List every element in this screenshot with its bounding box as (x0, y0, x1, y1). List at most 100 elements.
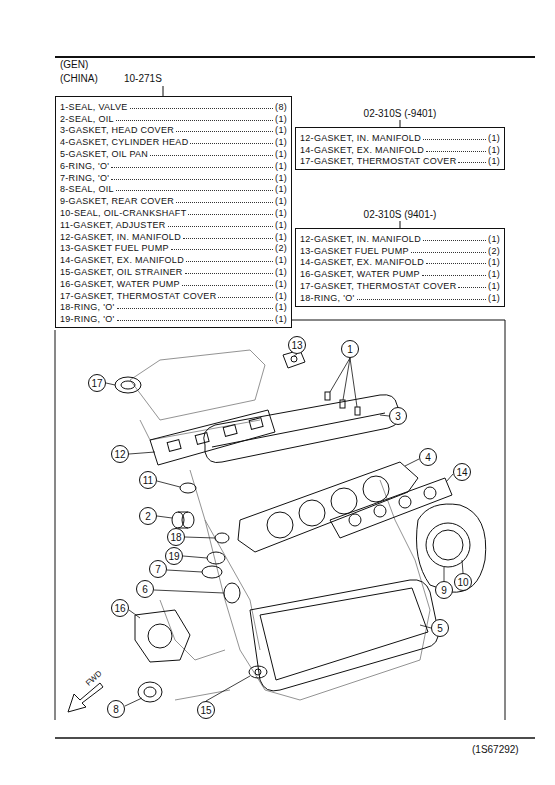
callout-circle: 1 (341, 340, 359, 358)
dot-leader (116, 190, 273, 191)
dot-leader (185, 273, 273, 274)
dot-leader (171, 249, 273, 250)
dot-leader (176, 131, 273, 132)
callout-number: 8 (113, 704, 119, 715)
part-quantity: (1) (275, 173, 287, 183)
dot-leader (183, 238, 273, 239)
part-name: 1-SEAL, VALVE (60, 102, 128, 112)
callout-circle: 6 (136, 580, 154, 598)
part-quantity: (1) (488, 234, 500, 244)
parts-row: 2-SEAL, OIL(1) (60, 112, 287, 124)
callout-number: 19 (168, 551, 179, 562)
dot-leader (188, 214, 273, 215)
parts-row: 4-GASKET, CYLINDER HEAD (1) (60, 135, 287, 147)
part-quantity: (1) (275, 184, 287, 194)
part-quantity: (1) (275, 137, 287, 147)
part-name: 19-RING, 'O' (60, 314, 115, 324)
callout-circle: 11 (139, 471, 157, 489)
callout-circle: 18 (167, 528, 185, 546)
part-quantity: (2) (275, 243, 287, 253)
part-quantity: (1) (275, 220, 287, 230)
part-quantity: (1) (488, 281, 500, 291)
part-quantity: (1) (275, 125, 287, 135)
parts-row: 9-GASKET, REAR COVER(1) (60, 194, 287, 206)
parts-row: 15-GASKET, OIL STRAINER(1) (60, 265, 287, 277)
parts-row: 13-GASKET FUEL PUMP(2) (300, 244, 500, 256)
part-quantity: (1) (488, 133, 500, 143)
part-name: 2-SEAL, OIL (60, 114, 114, 124)
callout-circle: 17 (88, 374, 106, 392)
parts-row: 14-GASKET, EX. MANIFOLD(1) (60, 253, 287, 265)
part-name: 10-SEAL, OIL-CRANKSHAFT (60, 208, 186, 218)
part-quantity: (8) (275, 102, 287, 112)
callout-number: 12 (114, 449, 125, 460)
callout-number: 1 (347, 344, 353, 355)
part-name: 17-GASKET, THERMOSTAT COVER (300, 281, 456, 291)
kit-number: 02-310S (-9401) (364, 108, 437, 119)
part-name: 7-RING, 'O' (60, 173, 109, 183)
part-name: 6-RING, 'O' (60, 161, 109, 171)
parts-row: 10-SEAL, OIL-CRANKSHAFT (1) (60, 206, 287, 218)
callout-number: 4 (425, 452, 431, 463)
part-name: 9-GASKET, REAR COVER (60, 196, 174, 206)
dot-leader (426, 151, 486, 152)
part-name: 12-GASKET, IN. MANIFOLD (300, 234, 421, 244)
part-quantity: (1) (488, 269, 500, 279)
part-quantity: (1) (275, 161, 287, 171)
part-quantity: (1) (488, 145, 500, 155)
callout-circle: 10 (454, 573, 472, 591)
part-quantity: (1) (275, 208, 287, 218)
parts-row: 16-GASKET, WATER PUMP(1) (60, 277, 287, 289)
heading-line (400, 120, 401, 127)
rule-line (55, 56, 535, 58)
part-quantity: (1) (275, 232, 287, 242)
callout-number: 18 (170, 532, 181, 543)
parts-row: 13-GASKET FUEL PUMP (2) (60, 242, 287, 254)
dot-leader (186, 261, 273, 262)
part-name: 3-GASKET, HEAD COVER (60, 125, 174, 135)
callout-number: 13 (291, 340, 302, 351)
parts-row: 19-RING, 'O'(1) (60, 312, 287, 324)
parts-row: 3-GASKET, HEAD COVER (1) (60, 124, 287, 136)
part-name: 5-GASKET, OIL PAN (60, 149, 148, 159)
parts-row: 17-GASKET, THERMOSTAT COVER(1) (300, 155, 500, 167)
callout-number: 9 (441, 585, 447, 596)
parts-row: 5-GASKET, OIL PAN(1) (60, 147, 287, 159)
parts-row: 7-RING, 'O' (1) (60, 171, 287, 183)
part-name: 13-GASKET FUEL PUMP (300, 246, 409, 256)
part-quantity: (1) (488, 257, 500, 267)
dot-leader (190, 143, 273, 144)
rule-line (55, 737, 535, 739)
dot-leader (182, 285, 273, 286)
parts-row: 1-SEAL, VALVE (8) (60, 100, 287, 112)
part-name: 13-GASKET FUEL PUMP (60, 243, 169, 253)
part-name: 14-GASKET, EX. MANIFOLD (60, 255, 184, 265)
part-name: 4-GASKET, CYLINDER HEAD (60, 137, 188, 147)
callout-number: 2 (145, 511, 151, 522)
callout-number: 10 (457, 577, 468, 588)
callout-number: 7 (155, 564, 161, 575)
dot-leader (117, 308, 274, 309)
dot-leader (458, 287, 486, 288)
part-quantity: (1) (275, 291, 287, 301)
callout-circle: 8 (107, 700, 125, 718)
dot-leader (423, 240, 486, 241)
callout-number: 16 (114, 603, 125, 614)
parts-list-box: 02-310S (9401-)12-GASKET, IN. MANIFOLD(1… (295, 228, 505, 307)
dot-leader (458, 162, 486, 163)
callout-circle: 15 (197, 701, 215, 719)
part-name: 12-GASKET, IN. MANIFOLD (60, 232, 181, 242)
part-name: 17-GASKET, THERMOSTAT COVER (60, 291, 216, 301)
callout-circle: 16 (111, 599, 129, 617)
parts-row: 17-GASKET, THERMOSTAT COVER (1) (300, 279, 500, 291)
callout-circle: 9 (435, 581, 453, 599)
engine-block (130, 350, 430, 700)
part-name: 18-RING, 'O' (60, 302, 115, 312)
part-name: 11-GASKET, ADJUSTER (60, 220, 166, 230)
region-label: (GEN) (60, 59, 88, 70)
dot-leader (218, 297, 273, 298)
dot-leader (117, 320, 274, 321)
parts-row: 12-GASKET, IN. MANIFOLD(1) (300, 131, 500, 143)
dot-leader (111, 179, 273, 180)
kit-heading-row: 02-310S (-9401) (296, 108, 504, 119)
